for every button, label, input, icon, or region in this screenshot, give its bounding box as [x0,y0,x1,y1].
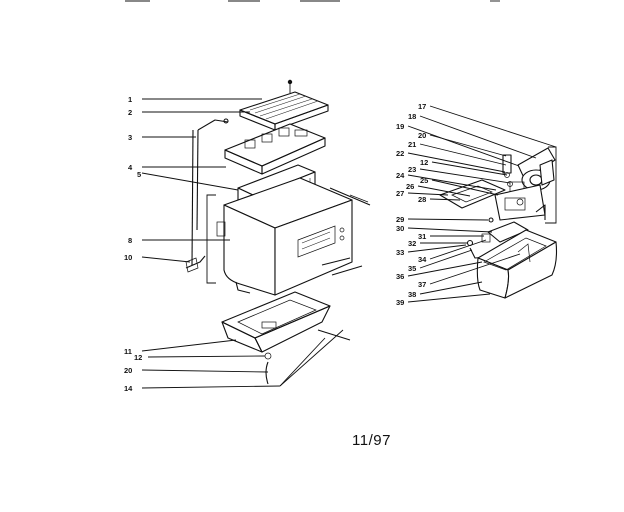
ice-maker-motor-part [502,147,556,193]
mounting-plate-part [439,179,546,221]
callout-22: 22 [396,149,404,158]
callout-23: 23 [408,165,416,174]
callout-12: 12 [134,353,142,362]
callout-11: 11 [124,347,132,356]
callout-1: 1 [128,95,132,104]
callout-27: 27 [396,189,404,198]
callout-18: 18 [408,112,416,121]
top-grille-part [239,79,329,131]
ice-bin-part [476,229,558,299]
callout-32: 32 [408,239,416,248]
callout-31: 31 [418,232,426,241]
control-panel-part [224,123,326,175]
date-code: 11/97 [352,432,391,449]
callout-25: 25 [420,176,428,185]
callout-36: 36 [396,272,404,281]
right-bracket-frame [545,146,557,224]
tube-part [191,118,229,266]
labels-right: 17 18 19 20 21 22 12 23 24 25 26 27 28 2… [396,102,428,307]
callout-5: 5 [137,170,141,179]
callout-12-right: 12 [420,158,428,167]
callout-20-right: 20 [418,131,426,140]
drip-tray-part [221,291,331,385]
callout-8: 8 [128,236,132,245]
callout-26: 26 [406,182,414,191]
screw-parts-left [317,187,371,341]
callout-17: 17 [418,102,426,111]
cabinet-part [216,177,353,296]
callout-28: 28 [418,195,426,204]
callout-30: 30 [396,224,404,233]
callout-14: 14 [124,384,133,393]
callout-2: 2 [128,108,132,117]
callout-39: 39 [396,298,404,307]
callout-21: 21 [408,140,416,149]
leader-lines-right [407,105,557,303]
callout-3: 3 [128,133,132,142]
callout-38: 38 [408,290,416,299]
callout-10: 10 [124,253,132,262]
callout-29: 29 [396,215,404,224]
callout-4: 4 [128,163,133,172]
callout-35: 35 [408,264,416,273]
callout-33: 33 [396,248,404,257]
callout-37: 37 [418,280,426,289]
labels-left: 1 2 3 4 5 8 10 11 12 20 14 [124,95,142,393]
callout-19: 19 [396,122,404,131]
callout-34: 34 [418,255,427,264]
callout-20: 20 [124,366,132,375]
callout-24: 24 [396,171,405,180]
left-bracket-frame [185,194,230,284]
leader-lines-left [141,98,344,389]
